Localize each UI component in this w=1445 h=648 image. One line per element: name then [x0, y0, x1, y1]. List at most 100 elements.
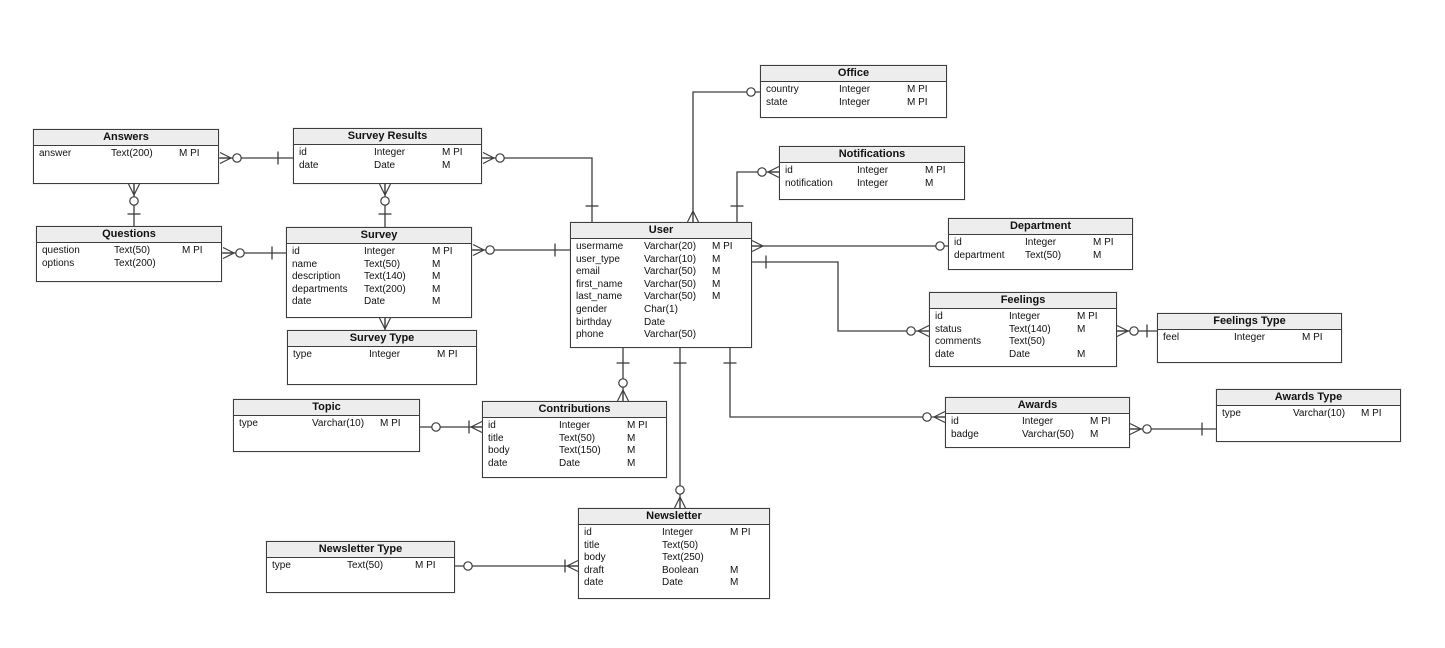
attribute-flags: [712, 317, 746, 330]
optional-zero-marker: [1129, 326, 1139, 336]
relationship-user-awards: [729, 348, 945, 418]
attribute-type: Text(200): [111, 148, 153, 159]
crow-foot-many-marker: [566, 559, 579, 573]
attribute-type: Text(140): [364, 271, 406, 283]
attribute-name: usermame: [576, 241, 624, 252]
attribute-type: Integer: [857, 165, 889, 176]
attribute-type: Integer: [369, 349, 401, 360]
attribute-type: Varchar(10): [1293, 408, 1346, 419]
attribute-type: Varchar(10): [644, 253, 697, 265]
attribute-flags: M PI: [627, 420, 648, 431]
attribute-type: Integer: [559, 420, 591, 431]
crow-foot-many-marker: [482, 151, 495, 165]
optional-zero-marker: [129, 196, 139, 206]
optional-zero-marker: [906, 326, 916, 336]
entity-title: Contributions: [483, 402, 666, 418]
attribute-type: Char(1): [644, 303, 678, 315]
attribute-flags: M: [627, 432, 636, 444]
attribute-flags: M: [1077, 323, 1086, 335]
optional-zero-marker: [1142, 424, 1152, 434]
attribute-flags: [730, 540, 764, 553]
attribute-type: Integer: [364, 246, 396, 257]
attribute-name: date: [488, 457, 508, 469]
attribute-flags: M: [925, 177, 934, 189]
entity-title: Questions: [37, 227, 221, 243]
crow-foot-many-marker: [127, 183, 141, 196]
entity-title: Survey Results: [294, 129, 481, 145]
entity-title: Survey: [287, 228, 471, 244]
attribute-flags: [730, 552, 764, 565]
attribute-type: Integer: [1025, 237, 1057, 248]
optional-zero-marker: [618, 378, 628, 388]
attribute-flags: M PI: [182, 245, 203, 256]
attribute-name: comments: [935, 336, 982, 348]
attribute-name: last_name: [576, 291, 623, 303]
crow-foot-many-marker: [1116, 324, 1129, 338]
attribute-type: Text(200): [364, 283, 406, 295]
attribute-flags: M PI: [1090, 416, 1111, 427]
attribute-name: body: [488, 445, 510, 457]
attribute-name: type: [293, 349, 312, 360]
attribute-type: Date: [559, 457, 581, 469]
attribute-name: notification: [785, 177, 833, 189]
crow-foot-many-marker: [917, 324, 930, 338]
attribute-name: options: [42, 257, 75, 269]
attribute-type: Varchar(10): [312, 418, 365, 429]
attribute-name: date: [935, 348, 955, 360]
attribute-type: Varchar(50): [644, 329, 697, 341]
attribute-name: draft: [584, 564, 605, 576]
attribute-type: Date: [1009, 348, 1031, 360]
optional-zero-marker: [463, 561, 473, 571]
entity-title: Notifications: [780, 147, 964, 163]
attribute-flags: M: [432, 296, 441, 308]
attribute-name: id: [488, 420, 496, 431]
attribute-flags: M: [442, 159, 451, 171]
optional-zero-marker: [495, 153, 505, 163]
attribute-flags: M PI: [907, 96, 928, 108]
attribute-flags: M PI: [1302, 332, 1323, 343]
optional-zero-marker: [922, 412, 932, 422]
attribute-flags: M: [712, 278, 721, 290]
